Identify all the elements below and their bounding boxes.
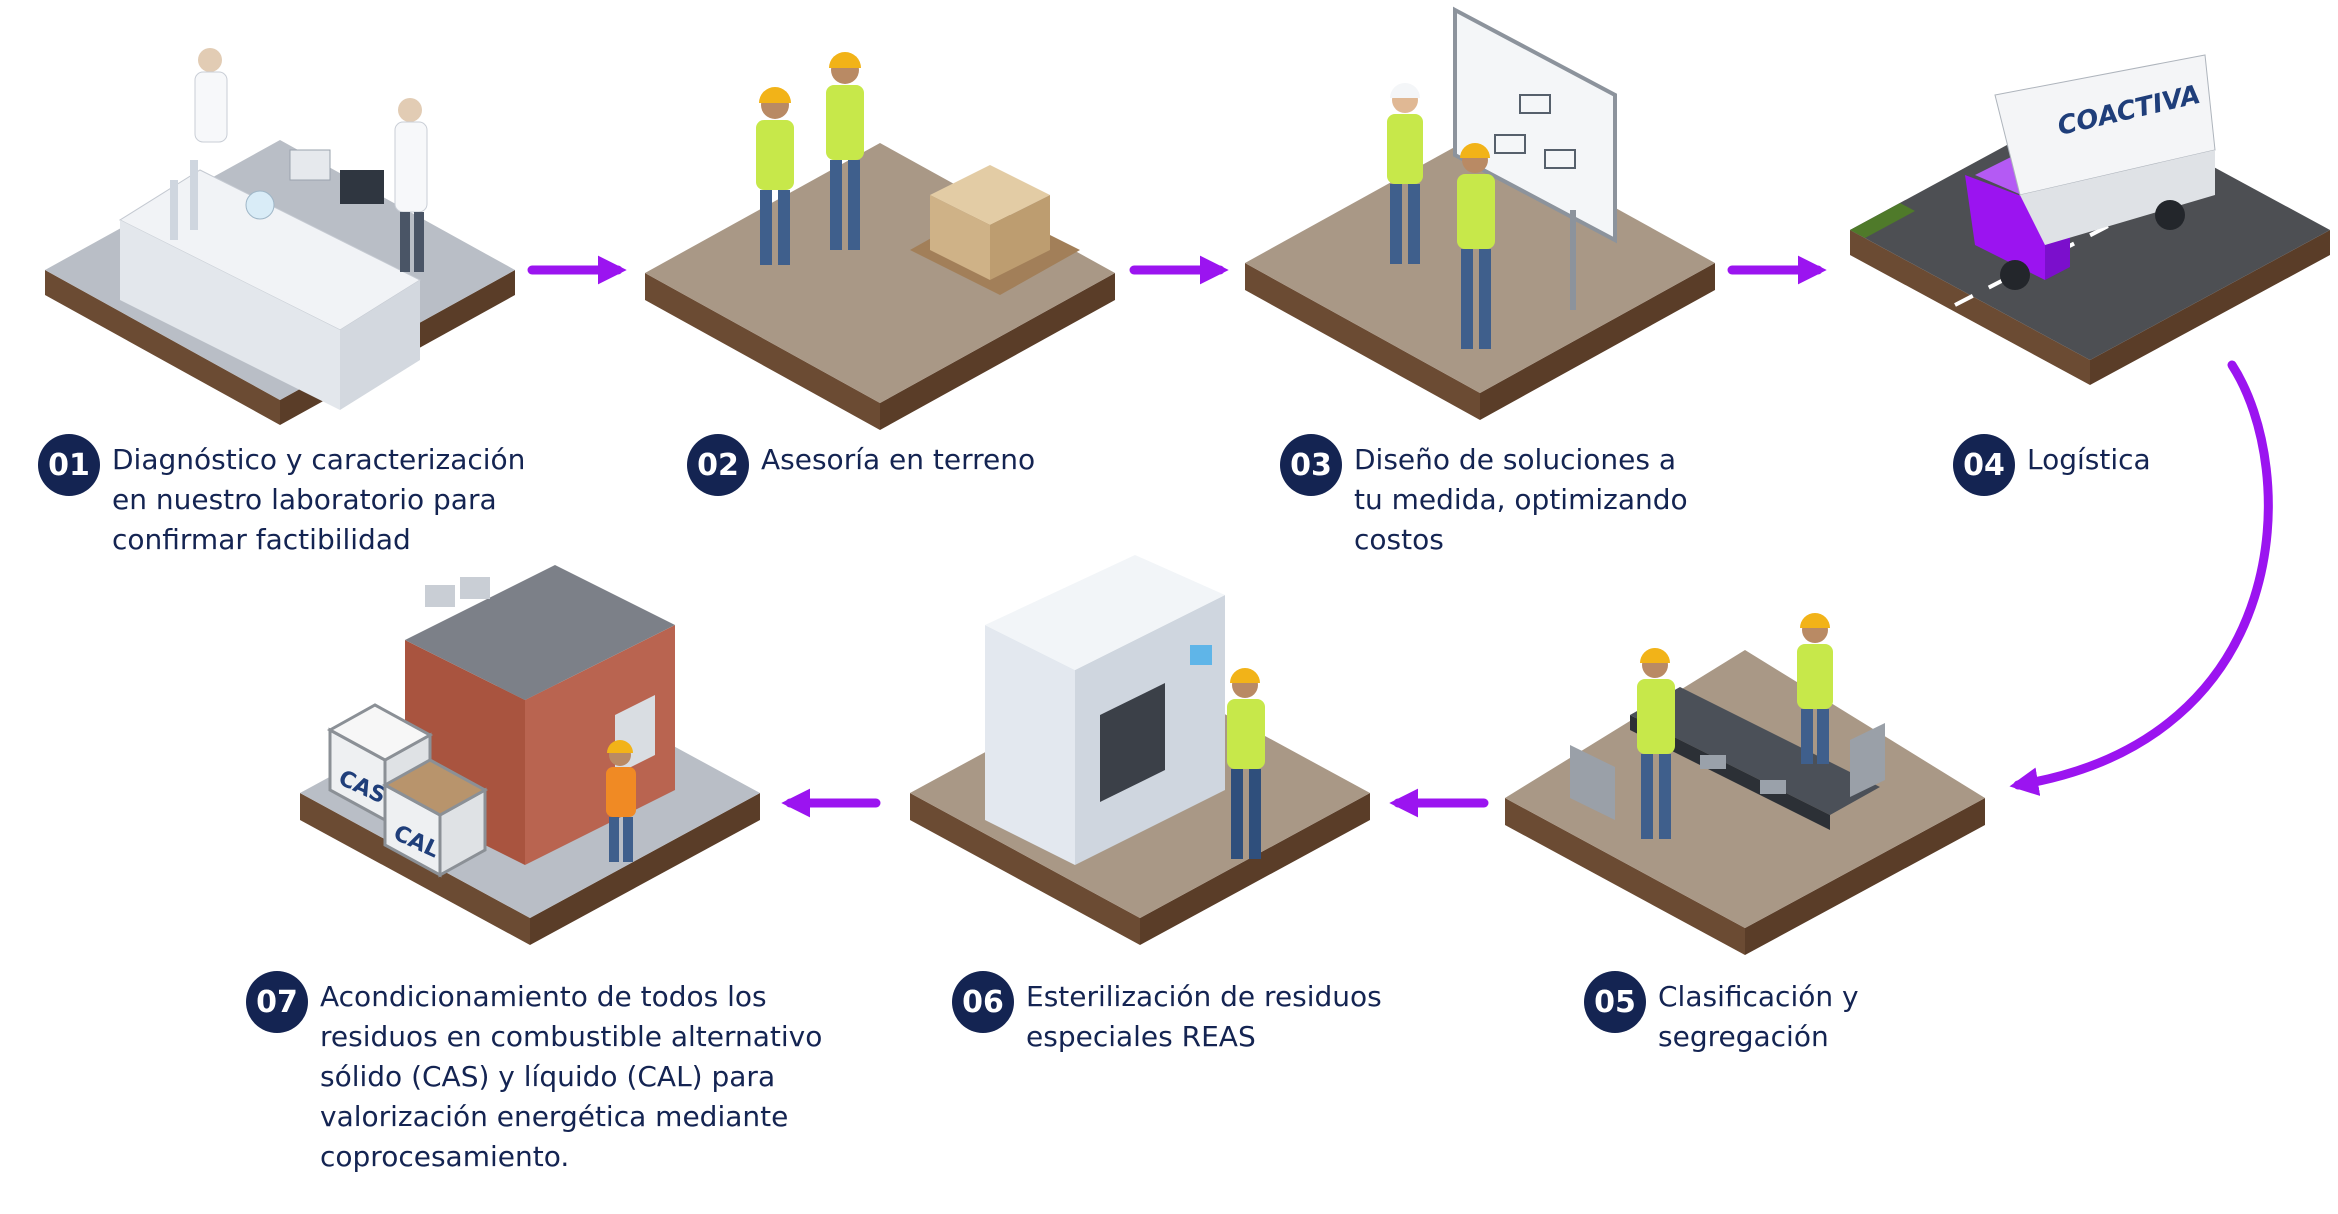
step-number-badge: 03 xyxy=(1280,434,1342,496)
scene-field-consulting xyxy=(640,45,1120,445)
truck-icon: COACTIVA xyxy=(1965,54,2216,290)
lab-bench-icon xyxy=(118,149,422,410)
step-number-badge: 05 xyxy=(1584,971,1646,1033)
step-06: 06 Esterilización de residuos especiales… xyxy=(952,971,1382,1057)
step-label: Diagnóstico y caracterización en nuestro… xyxy=(112,443,526,556)
step-number-badge: 07 xyxy=(246,971,308,1033)
step-number-badge: 02 xyxy=(687,434,749,496)
step-label: Clasificación y segregación xyxy=(1658,980,1859,1053)
tile-base xyxy=(645,143,1115,430)
whiteboard-icon xyxy=(1453,6,1617,310)
conveyor-belt-icon xyxy=(1570,687,1885,830)
sterilizer-machine-icon xyxy=(985,555,1225,865)
worker-icon xyxy=(756,52,864,265)
ibc-container-icon: CAS CAL xyxy=(326,703,489,878)
step-02: 02 Asesoría en terreno xyxy=(687,434,1036,496)
step-label: Acondicionamiento de todos los residuos … xyxy=(320,980,823,1173)
worker-icon xyxy=(1227,668,1265,859)
step-label: Logística xyxy=(2027,443,2151,476)
step-05: 05 Clasificación y segregación xyxy=(1584,971,1859,1057)
step-03: 03 Diseño de soluciones a tu medida, opt… xyxy=(1280,434,1688,560)
scene-laboratory xyxy=(40,30,520,430)
step-number-badge: 06 xyxy=(952,971,1014,1033)
scene-sterilizer xyxy=(905,555,1375,955)
step-number-badge: 01 xyxy=(38,434,100,496)
step-04: 04 Logística xyxy=(1953,434,2151,496)
tile-base xyxy=(1505,650,1985,955)
boxes-pallet-icon xyxy=(910,165,1080,295)
scene-sorting-conveyor xyxy=(1500,613,1990,965)
step-number-badge: 04 xyxy=(1953,434,2015,496)
factory-building-icon xyxy=(405,565,675,865)
step-label: Diseño de soluciones a tu medida, optimi… xyxy=(1354,443,1688,556)
step-label: Asesoría en terreno xyxy=(761,443,1036,476)
scene-processing-plant: CAS CAL xyxy=(295,555,765,955)
worker-icon xyxy=(606,740,636,862)
scene-whiteboard-design xyxy=(1240,6,1720,430)
step-01: 01 Diagnóstico y caracterización en nues… xyxy=(38,434,526,560)
scientist-icon xyxy=(194,48,428,272)
scene-truck: COACTIVA xyxy=(1845,54,2335,395)
step-07: 07 Acondicionamiento de todos los residu… xyxy=(246,971,823,1177)
worker-icon xyxy=(1387,83,1495,349)
worker-icon xyxy=(1637,613,1833,839)
step-label: Esterilización de residuos especiales RE… xyxy=(1026,980,1382,1053)
arrow-04-to-05 xyxy=(2009,360,2273,796)
